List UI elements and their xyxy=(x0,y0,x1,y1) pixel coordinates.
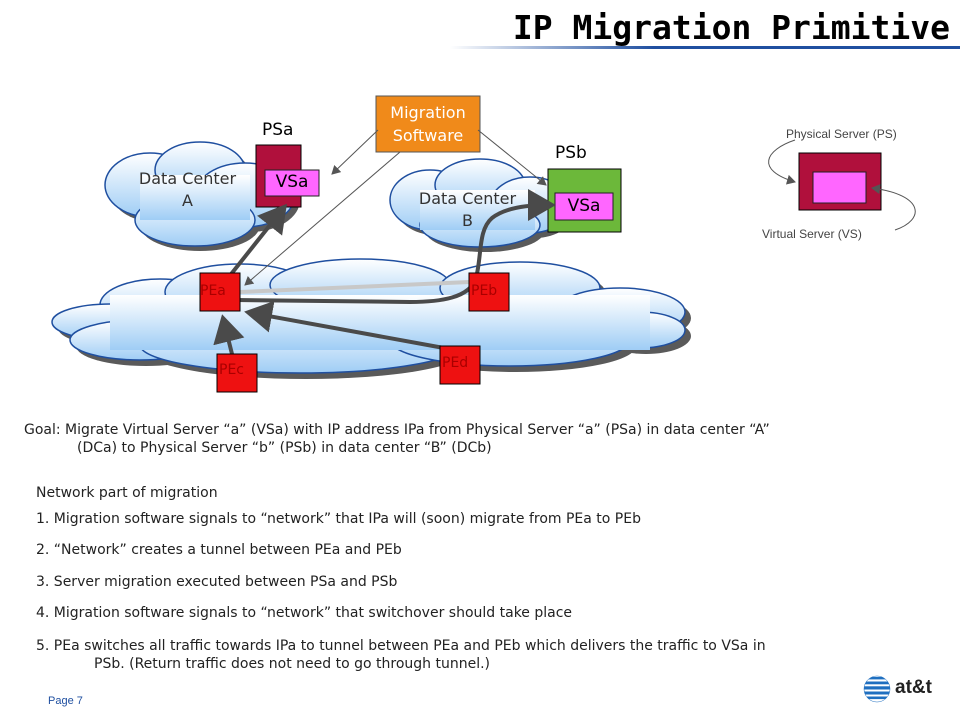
step-4: 4. Migration software signals to “networ… xyxy=(36,605,573,621)
step-5-line1: 5. PEa switches all traffic towards IPa … xyxy=(36,638,766,654)
signal-arrow-to-psb xyxy=(477,129,547,186)
traffic-path-ped xyxy=(244,300,445,350)
network-heading: Network part of migration xyxy=(36,485,218,501)
migration-software-line1: Migration xyxy=(390,103,466,122)
page-title: IP Migration Primitive xyxy=(512,8,950,47)
network-diagram xyxy=(51,95,916,393)
att-logo-text: at&t xyxy=(895,677,932,698)
goal-line1: Goal: Migrate Virtual Server “a” (VSa) w… xyxy=(24,422,770,438)
pea-label: PEa xyxy=(200,283,226,299)
att-logo: at&t xyxy=(862,673,952,705)
pec-label: PEc xyxy=(219,362,244,378)
legend-physical-label: Physical Server (PS) xyxy=(786,127,897,141)
vsa-a-label: VSa xyxy=(275,172,309,192)
legend-arrow-virtual xyxy=(871,184,916,231)
step-3: 3. Server migration executed between PSa… xyxy=(36,574,398,590)
goal-line2: (DCa) to Physical Server “b” (PSb) in da… xyxy=(77,440,492,456)
legend-virtual-server xyxy=(812,171,867,204)
ped-label: PEd xyxy=(442,355,469,371)
title-underline xyxy=(450,46,960,49)
network-cloud xyxy=(51,258,691,379)
migration-software-box xyxy=(375,95,481,153)
data-center-b-label: Data Center B xyxy=(400,188,535,232)
step-1: 1. Migration software signals to “networ… xyxy=(36,511,641,527)
data-center-b-line1: Data Center xyxy=(418,189,517,208)
page-number: Page 7 xyxy=(48,695,83,707)
vsa-b-label: VSa xyxy=(567,196,601,216)
signal-arrow-to-pea xyxy=(244,151,401,286)
virtual-server-a xyxy=(264,169,320,197)
router-pea xyxy=(199,272,241,312)
legend-arrow-physical xyxy=(768,139,796,185)
psb-label: PSb xyxy=(555,143,587,163)
tunnel-line xyxy=(239,280,471,294)
router-peb xyxy=(468,272,510,312)
legend xyxy=(768,139,916,231)
peb-label: PEb xyxy=(471,283,498,299)
data-center-a-line1: Data Center xyxy=(138,169,237,188)
psa-label: PSa xyxy=(262,120,294,140)
signal-arrow-to-psa xyxy=(331,129,379,175)
data-center-a-line2: A xyxy=(182,191,193,210)
data-center-a-label: Data Center A xyxy=(120,168,255,212)
step-5: 5. PEa switches all traffic towards IPa … xyxy=(36,637,936,673)
router-pec xyxy=(216,353,258,393)
migration-software-line2: Software xyxy=(392,126,464,145)
step-5-line2: PSb. (Return traffic does not need to go… xyxy=(94,656,491,672)
step-2: 2. “Network” creates a tunnel between PE… xyxy=(36,542,402,558)
att-globe-icon xyxy=(863,675,891,703)
data-center-a-cloud xyxy=(104,141,300,251)
traffic-path-to-vsb xyxy=(235,189,556,305)
goal-text: Goal: Migrate Virtual Server “a” (VSa) w… xyxy=(24,421,924,457)
legend-virtual-label: Virtual Server (VS) xyxy=(762,227,862,241)
router-ped xyxy=(439,345,481,385)
traffic-path-to-vsa xyxy=(226,203,287,280)
migration-software-label: Migration Software xyxy=(376,101,480,147)
data-center-b-line2: B xyxy=(462,211,473,230)
traffic-path-pec xyxy=(213,314,245,355)
